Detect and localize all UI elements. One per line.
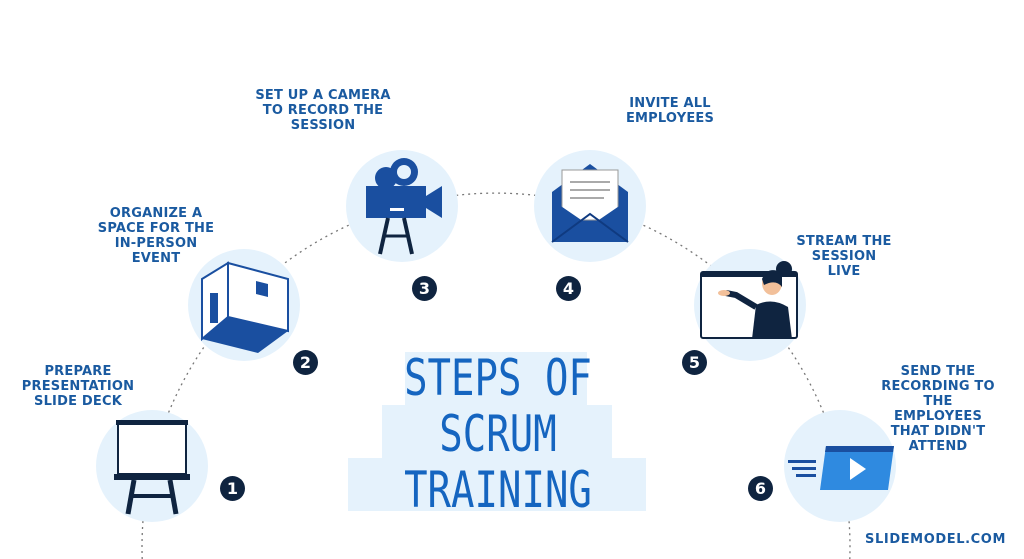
brand-watermark: SLIDEMODEL.COM [865, 532, 1006, 547]
label-line: PRESENTATION [21, 379, 135, 394]
step-3-number: 3 [412, 276, 437, 301]
step-6-label: SEND THE RECORDING TO THE EMPLOYEES THAT… [878, 364, 998, 454]
step-4-circle [534, 150, 646, 262]
title-bg-mid [382, 405, 612, 458]
title-line-3: TRAINING [404, 461, 592, 519]
label-line: THAT DIDN'T [890, 424, 986, 439]
label-line: LIVE [827, 264, 861, 279]
label-line: INVITE ALL [629, 96, 711, 111]
room-icon [201, 261, 289, 353]
label-line: ATTEND [908, 439, 968, 454]
step-1-label: PREPARE PRESENTATION SLIDE DECK [18, 364, 138, 409]
label-line: SESSION [290, 118, 356, 133]
step-2-circle [188, 249, 300, 361]
step-4-label: INVITE ALL EMPLOYEES [610, 96, 730, 126]
presenter-screen-icon [700, 261, 798, 339]
step-5-label: STREAM THE SESSION LIVE [784, 234, 904, 279]
easel-board-icon [114, 420, 190, 515]
step-6-number: 6 [748, 476, 773, 501]
label-line: SPACE FOR THE [97, 221, 215, 236]
label-line: TO RECORD THE [262, 103, 384, 118]
label-line: ORGANIZE A [109, 206, 203, 221]
label-line: SEND THE [900, 364, 976, 379]
label-line: EMPLOYEES [625, 111, 715, 126]
title-line-2: SCRUM [439, 405, 557, 463]
label-line: SLIDE DECK [34, 394, 122, 409]
label-line: SET UP A CAMERA [255, 88, 391, 103]
step-1-circle [96, 410, 208, 522]
title-line-1: STEPS OF [404, 349, 592, 407]
step-2-label: ORGANIZE A SPACE FOR THE IN-PERSON EVENT [96, 206, 216, 266]
step-2-number: 2 [293, 350, 318, 375]
video-send-icon [788, 446, 894, 490]
title-bg-bottom [348, 458, 646, 511]
label-line: IN-PERSON [114, 236, 198, 251]
step-6-circle [784, 410, 896, 522]
label-line: PREPARE [44, 364, 112, 379]
page-title: STEPS OF SCRUM TRAINING [381, 350, 615, 518]
label-line: STREAM THE [796, 234, 892, 249]
video-camera-icon [366, 158, 442, 255]
step-3-circle [346, 150, 458, 262]
title-bg-top [405, 352, 587, 405]
step-4-number: 4 [556, 276, 581, 301]
label-line: EVENT [131, 251, 181, 266]
label-line: RECORDING TO [881, 379, 995, 394]
envelope-icon [551, 164, 629, 243]
step-1-number: 1 [220, 476, 245, 501]
label-line: THE EMPLOYEES [893, 394, 983, 424]
step-5-number: 5 [682, 350, 707, 375]
label-line: SESSION [811, 249, 877, 264]
step-3-label: SET UP A CAMERA TO RECORD THE SESSION [248, 88, 398, 133]
step-5-circle [694, 249, 806, 361]
